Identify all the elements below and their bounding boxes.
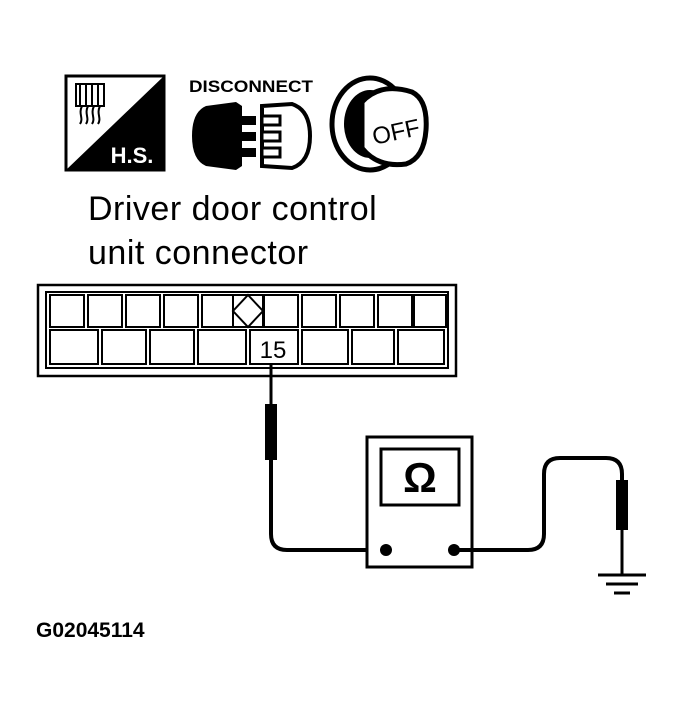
harness-side-icon: H.S.	[64, 74, 166, 172]
pin-label: 15	[260, 337, 287, 364]
disconnect-icon: DISCONNECT	[189, 77, 314, 171]
ohmmeter-icon: Ω	[365, 435, 474, 569]
connector: 15	[36, 283, 458, 378]
figure-id: G02045114	[36, 619, 145, 642]
probe-lead	[265, 364, 384, 552]
harness-side-label: H.S.	[111, 143, 154, 168]
probe-tip	[265, 404, 277, 460]
connector-key	[231, 293, 265, 329]
ignition-key-off-icon: OFF	[329, 75, 429, 173]
connector-title-line-1: Driver door control	[88, 190, 378, 228]
ground-probe	[616, 480, 628, 530]
meter-display	[379, 447, 461, 507]
ground-lead	[454, 456, 628, 574]
pin-15-cell	[249, 329, 299, 365]
disconnect-label: DISCONNECT	[189, 77, 314, 96]
meter-symbol: Ω	[403, 454, 437, 501]
connector-title-line-2: unit connector	[88, 234, 309, 272]
ground-symbol-icon	[598, 573, 646, 595]
meter-terminal-negative	[380, 544, 392, 556]
